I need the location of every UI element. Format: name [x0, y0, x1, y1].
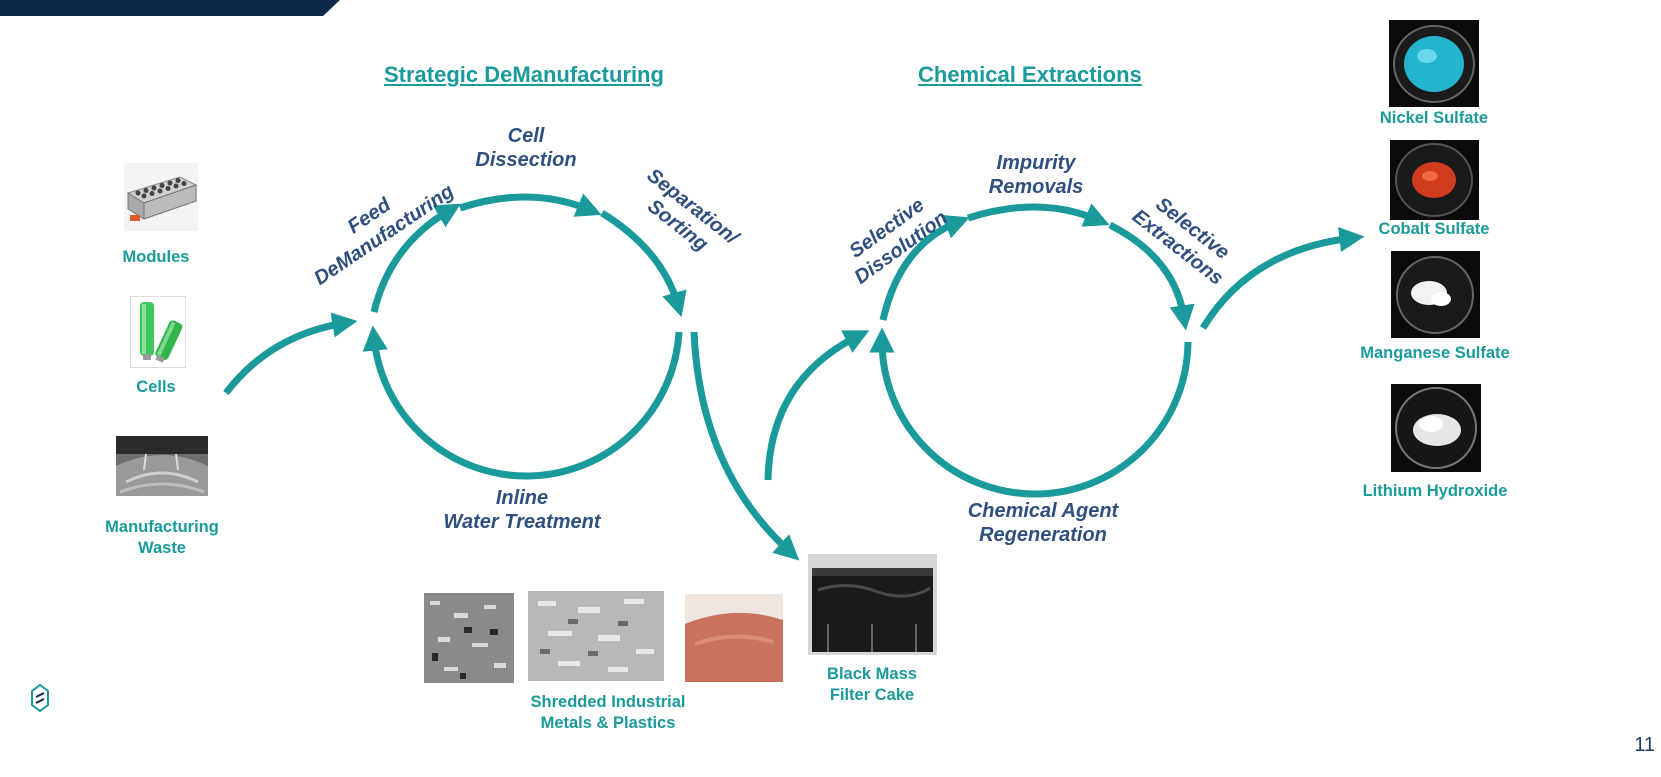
- black-mass-line1: Black Mass: [827, 665, 917, 683]
- arrow-extractions: [1108, 221, 1195, 331]
- regeneration-line1: Chemical Agent: [967, 500, 1119, 522]
- regeneration-line2: Regeneration: [979, 524, 1107, 546]
- step-cell-dissection: Cell Dissection: [456, 124, 596, 172]
- shredded-line1: Shredded Industrial: [530, 693, 686, 711]
- manufacturing-waste-image: [116, 436, 208, 496]
- impurity-line2: Removals: [988, 176, 1084, 198]
- step-chemical-agent-regeneration: Chemical Agent Regeneration: [948, 499, 1138, 547]
- arrow-feed: [370, 203, 461, 313]
- shredded-line2: Metals & Plastics: [540, 714, 676, 732]
- title-strategic-demanufacturing: Strategic DeManufacturing: [384, 62, 664, 87]
- shredded-metals-image-2: [528, 591, 664, 681]
- cobalt-sulfate-label: Cobalt Sulfate: [1378, 220, 1490, 238]
- cobalt-sulfate-image: [1390, 140, 1479, 220]
- impurity-line1: Impurity: [996, 152, 1076, 174]
- lithium-hydroxide-label: Lithium Hydroxide: [1362, 482, 1508, 500]
- arrow-impurity: [966, 203, 1110, 227]
- black-mass-line2: Filter Cake: [829, 686, 915, 704]
- arrow-dissolution: [879, 214, 970, 321]
- header-bar: [0, 0, 340, 16]
- modules-label: Modules: [122, 248, 190, 266]
- arrow-to-black-mass: [690, 331, 800, 561]
- lithium-hydroxide-image: [1391, 384, 1481, 472]
- modules-image: [124, 163, 198, 231]
- step-impurity-removals: Impurity Removals: [966, 151, 1106, 199]
- nickel-sulfate-label: Nickel Sulfate: [1379, 109, 1489, 127]
- shredded-label: Shredded Industrial Metals & Plastics: [518, 692, 698, 734]
- nickel-sulfate-image: [1389, 20, 1479, 107]
- arrow-from-black-mass: [764, 330, 870, 481]
- dissection-line1: Cell: [507, 125, 545, 147]
- manufacturing-waste-line1: Manufacturing: [105, 518, 219, 536]
- manufacturing-waste-line2: Waste: [138, 539, 186, 557]
- cells-image: [130, 296, 186, 368]
- water-line1: Inline: [495, 487, 549, 509]
- water-line2: Water Treatment: [443, 511, 601, 533]
- dissection-line2: Dissection: [475, 149, 577, 171]
- arrow-water-treatment: [362, 325, 683, 480]
- shredded-plastics-image: [685, 594, 783, 682]
- step-inline-water-treatment: Inline Water Treatment: [432, 486, 612, 534]
- manufacturing-waste-label: Manufacturing Waste: [92, 517, 232, 559]
- manganese-sulfate-label: Manganese Sulfate: [1360, 344, 1510, 362]
- company-logo-icon: [30, 683, 50, 713]
- arrow-regeneration: [869, 327, 1192, 498]
- shredded-metals-image-1: [424, 593, 514, 683]
- title-chemical-extractions: Chemical Extractions: [918, 62, 1142, 87]
- arrow-separation: [600, 210, 687, 318]
- cells-label: Cells: [136, 378, 176, 396]
- arrow-output: [1200, 226, 1365, 330]
- manganese-sulfate-image: [1391, 251, 1480, 338]
- arrow-input: [223, 312, 358, 396]
- black-mass-image: [808, 554, 937, 655]
- arrow-dissection: [458, 193, 602, 217]
- black-mass-label: Black Mass Filter Cake: [812, 664, 932, 706]
- page-number: 11: [1634, 734, 1655, 756]
